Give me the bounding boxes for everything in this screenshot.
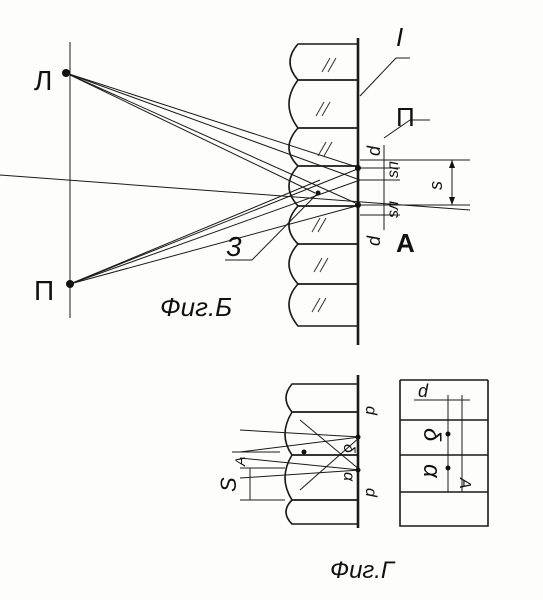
label-g-right-A: A (456, 477, 473, 489)
label-d-bottom: d (364, 235, 384, 246)
rays-g (239, 419, 361, 491)
label-g-alpha: α (340, 472, 357, 482)
screen-dot-top (355, 165, 361, 171)
label-P-right: П (396, 102, 415, 132)
dimension-lines (359, 57, 470, 230)
label-g-right-delta: δ (418, 428, 445, 442)
label-g-right-d: d (418, 381, 429, 401)
label-A: A (396, 228, 415, 258)
label-P-left: П (34, 275, 54, 306)
caption-fig-b: Фиг.Б (160, 292, 232, 322)
label-g-d1: d (362, 406, 379, 416)
label-d-top: d (364, 145, 384, 156)
label-s-n: sп (385, 161, 402, 178)
screen-dot-bottom (355, 202, 361, 208)
caption-fig-g: Фиг.Г (330, 557, 396, 584)
label-g-d2: d (362, 488, 379, 498)
rays-top-eye (65, 72, 361, 206)
label-g-right-alpha: α (418, 464, 445, 479)
label-one: I (396, 22, 403, 52)
label-g-A: A (232, 457, 248, 467)
grid-frame (399, 380, 489, 527)
label-three: 3 (226, 231, 242, 262)
rays-bottom-eye (69, 167, 361, 285)
figure-g-left: A S d δ α d (216, 375, 379, 528)
label-g-delta: δ (340, 444, 357, 454)
label-g-S: S (216, 477, 241, 492)
label-L: Л (34, 65, 52, 96)
figure-g-right: d δ α A (399, 379, 489, 527)
label-s: s (426, 181, 446, 190)
horizontal-axis-line (0, 174, 471, 211)
lenticular-lens-stack (288, 43, 358, 327)
label-s-l: sл (385, 201, 402, 218)
leader-3 (251, 192, 319, 261)
figure-b: Л П I П d sп s sл d A 3 Фиг.Б (0, 22, 471, 345)
